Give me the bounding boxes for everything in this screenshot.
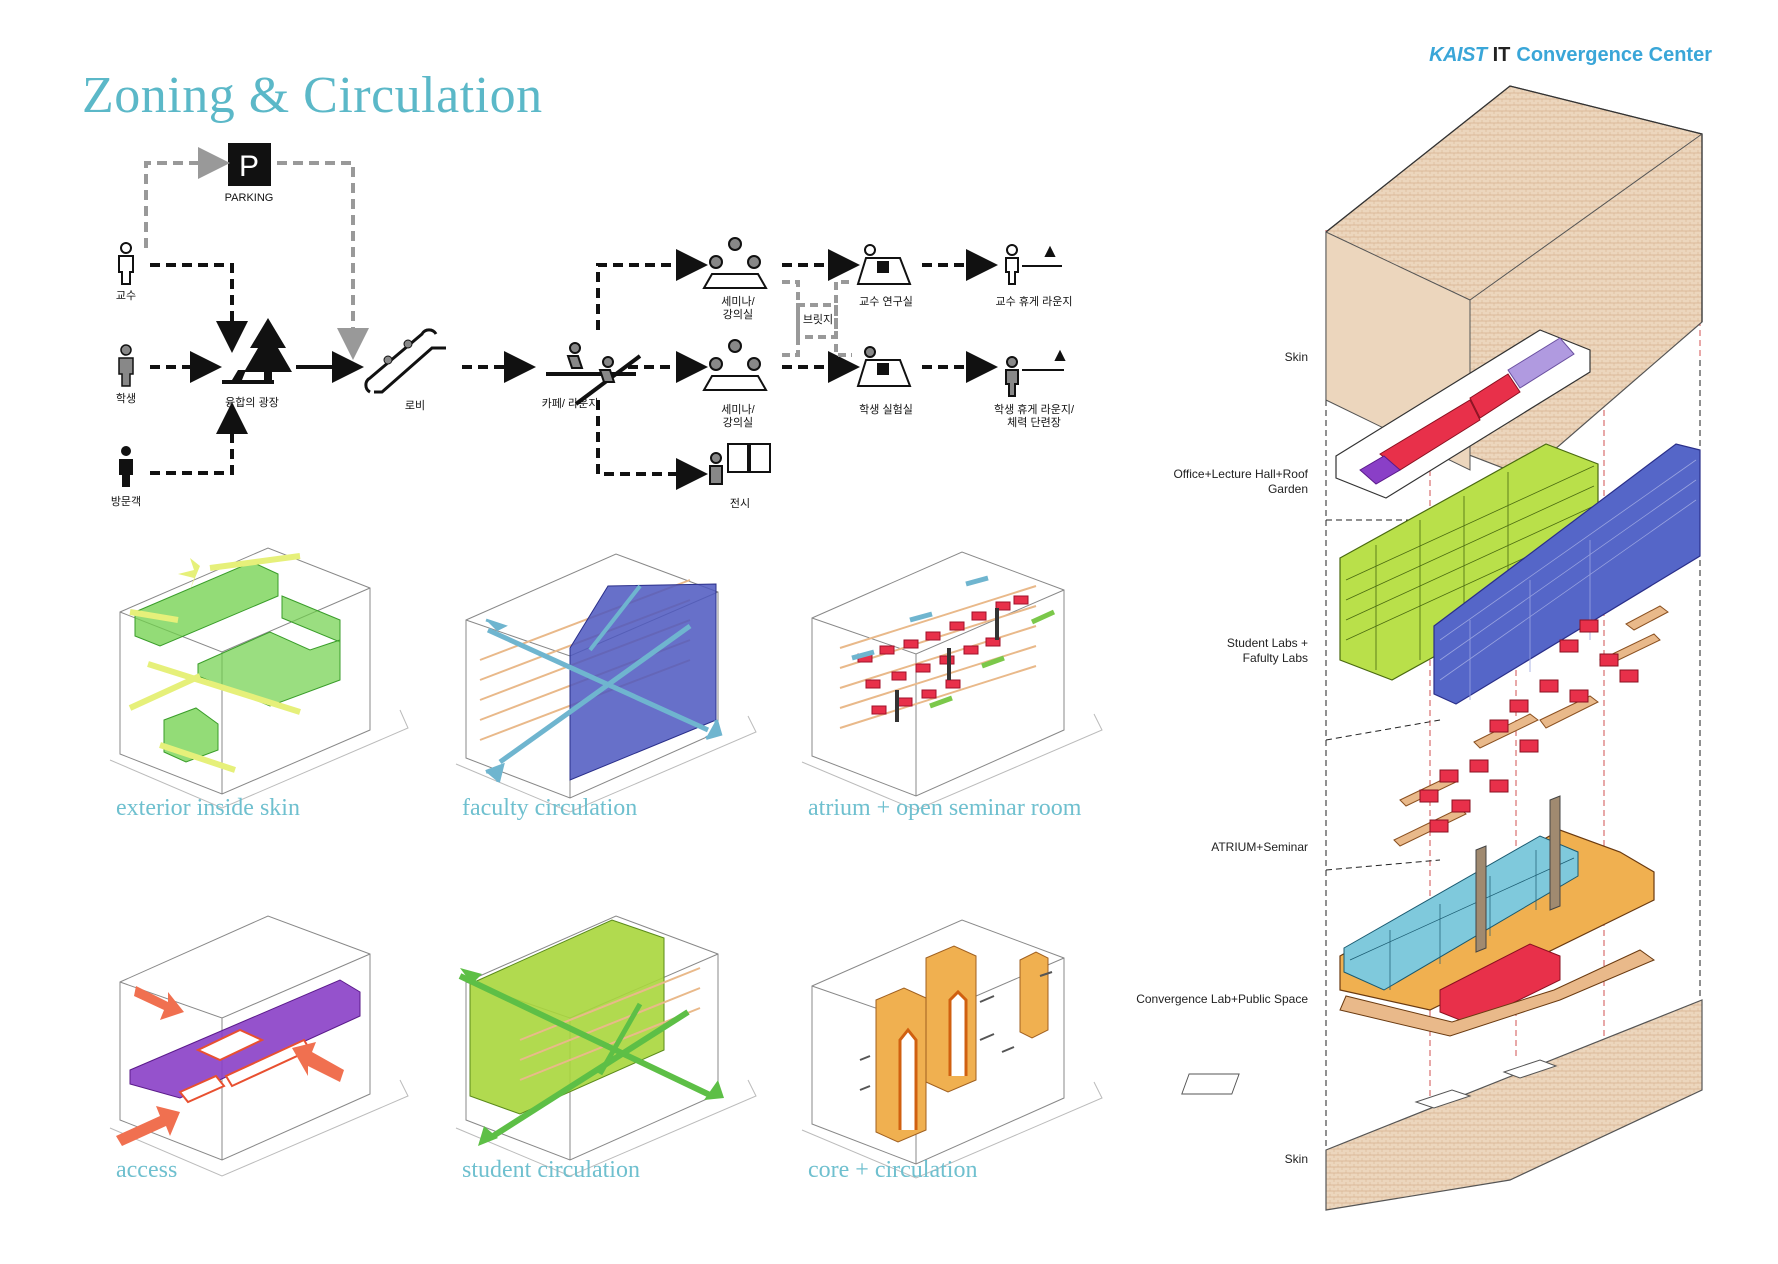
professor-to-plaza-arrow [150,263,248,353]
diagram-atrium-seminar [801,551,1103,811]
diagram-core-circulation [801,919,1103,1179]
atrium-seminar-layer [1393,605,1669,847]
label-atrium: ATRIUM+Seminar [1211,840,1308,854]
label-convergence: Convergence Lab+Public Space [1136,992,1308,1006]
caption-access: access [116,1157,178,1183]
labs-layer [1339,443,1701,705]
cafe-lounge-icon [546,342,642,406]
bridge-label: 브릿지 [802,314,834,326]
diagram-faculty-circulation [455,553,757,813]
professor-lounge-icon [1005,244,1062,285]
lobby-label: 로비 [404,400,426,412]
visitor-to-plaza-arrow [150,402,248,475]
seminar-top-icon [702,237,768,289]
diagram-access [109,915,409,1177]
bottom-skin-layer [1181,999,1703,1211]
student-lab-label: 학생 실험실 [859,404,913,416]
student-lounge-label: 학생 휴게 라운지/체력 단련장 [993,404,1075,429]
parking-icon: P [228,143,271,186]
label-skin-top: Skin [1284,350,1308,364]
office-layer [1335,329,1591,499]
visitor-label: 방문객 [110,496,142,508]
cafe-to-seminar-top-arrow [596,249,708,330]
student-label: 학생 [115,393,137,405]
student-lounge-icon [1005,349,1066,397]
caption-faculty-circulation: faculty circulation [462,795,638,821]
caption-core-circulation: core + circulation [808,1157,978,1183]
exhibition-icon [709,443,771,485]
bridge-route-top [782,280,852,339]
seminar-mid-icon [702,339,768,391]
student-person-icon [118,344,134,387]
plaza-tree-icon [222,318,292,384]
parking-label: PARKING [224,192,274,204]
escalator-icon [364,328,446,394]
caption-atrium-seminar: atrium + open seminar room [808,795,1082,821]
parking-letter: P [239,150,259,183]
exhibit-label: 전시 [729,498,751,510]
visitor-person-icon [119,446,133,487]
seminar-top-label: 세미나/강의실 [721,296,755,321]
professor-label: 교수 [115,290,137,302]
plaza-label: 융합의 광장 [225,397,279,409]
professor-lab-icon [856,244,912,285]
label-skin-bottom: Skin [1284,1152,1308,1166]
parking-in-arrow [144,147,230,248]
page-title: Zoning & Circulation [82,67,543,124]
diagram-student-circulation [455,915,757,1177]
diagram-exterior-inside-skin [109,547,409,809]
caption-student-circulation: student circulation [462,1157,640,1183]
convergence-lab-layer [1339,795,1656,1037]
student-lab-icon [856,346,912,387]
cafe-label: 카페/ 라운지 [541,398,599,410]
cafe-to-exhibit-arrow [596,400,708,490]
professor-lab-label: 교수 연구실 [859,296,913,308]
label-labs: Student Labs +Fafulty Labs [1226,636,1308,665]
parking-out-arrow [277,161,369,360]
professor-lounge-label: 교수 휴게 라운지 [995,296,1073,308]
caption-exterior-inside-skin: exterior inside skin [116,795,300,821]
seminar-mid-label: 세미나/강의실 [721,404,755,429]
professor-person-icon [118,242,134,285]
bridge-route-bottom [782,303,852,357]
